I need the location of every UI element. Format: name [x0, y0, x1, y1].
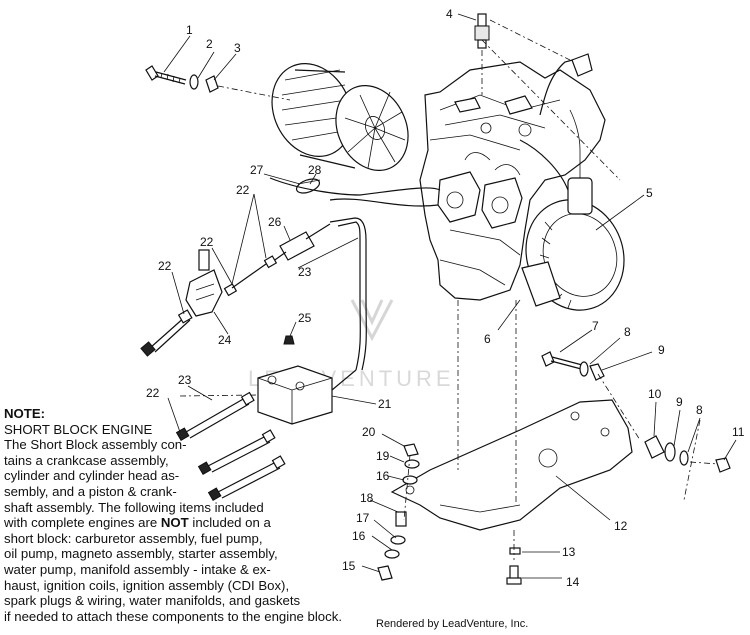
mount-hardware-left	[377, 443, 522, 585]
leader-lines	[163, 13, 737, 579]
callout-28: 28	[308, 163, 322, 177]
callout-5: 5	[646, 186, 653, 200]
callout-21: 21	[378, 397, 392, 411]
clutch-bolt	[145, 65, 187, 85]
callout-22d: 22	[146, 386, 160, 400]
callout-20: 20	[362, 425, 376, 439]
note-text: with complete engines are	[4, 515, 161, 531]
note-line: with complete engines are NOT included o…	[4, 515, 376, 531]
callout-22a: 22	[236, 183, 250, 197]
callout-15: 15	[342, 559, 356, 573]
callout-16b: 16	[352, 529, 366, 543]
callout-4: 4	[446, 7, 453, 21]
callout-17: 17	[356, 511, 370, 525]
callout-7: 7	[592, 319, 599, 333]
ignition-coil	[567, 109, 593, 215]
callout-1: 1	[186, 23, 193, 37]
callout-8b: 8	[696, 403, 703, 417]
note-line: short block: carburetor assembly, fuel p…	[4, 530, 263, 546]
note-line: The Short Block assembly con-	[4, 437, 187, 453]
spark-plug	[474, 13, 571, 95]
clutch-washer	[189, 74, 199, 90]
callout-23b: 23	[178, 373, 192, 387]
note-emphasis: NOT	[160, 515, 189, 531]
callout-11: 11	[732, 425, 745, 439]
note-line: tains a crankcase assembly,	[4, 452, 169, 468]
note-line: oil pump, magneto assembly, starter asse…	[4, 546, 278, 562]
callout-2: 2	[206, 37, 213, 51]
spark-plug-wires	[519, 53, 593, 191]
callout-8a: 8	[624, 325, 631, 339]
alignment-lines	[403, 39, 621, 560]
callout-22c: 22	[158, 259, 172, 273]
callout-labels: 1 2 3 4 5 6 7 8 9 10 9 8 11 12 13 14 15 …	[146, 7, 745, 589]
callout-9b: 9	[676, 395, 683, 409]
callout-13: 13	[562, 545, 576, 559]
callout-14: 14	[566, 575, 580, 589]
note-text: included on a	[188, 515, 271, 531]
short-block-note: NOTE: SHORT BLOCK ENGINE The Short Block…	[4, 406, 376, 624]
callout-9a: 9	[658, 343, 665, 357]
callout-10: 10	[648, 387, 662, 401]
note-line: spark plugs & wiring, water manifolds, a…	[4, 593, 301, 609]
callout-12: 12	[614, 519, 628, 533]
callout-19: 19	[376, 449, 390, 463]
clutch-nut	[205, 75, 219, 93]
note-line: water pump, manifold assembly - intake &…	[4, 561, 271, 577]
render-credit: Rendered by LeadVenture, Inc.	[376, 618, 529, 630]
callout-25: 25	[298, 311, 312, 325]
note-line: if needed to attach these components to …	[4, 608, 342, 624]
note-line: cylinder and cylinder head as-	[4, 468, 180, 484]
callout-26: 26	[268, 215, 282, 229]
callout-6: 6	[484, 332, 491, 346]
callout-18: 18	[360, 491, 374, 505]
note-line: shaft assembly. The following items incl…	[4, 499, 264, 515]
callout-16a: 16	[376, 469, 390, 483]
note-heading: NOTE:	[4, 406, 46, 421]
engine-mount-plate	[390, 399, 633, 531]
callout-23a: 23	[298, 265, 312, 279]
callout-24: 24	[218, 333, 232, 347]
mount-hardware-right	[541, 351, 731, 501]
note-subheading: SHORT BLOCK ENGINE	[4, 421, 153, 437]
oil-lines	[175, 391, 286, 502]
callout-22b: 22	[200, 235, 214, 249]
fuel-system	[140, 177, 441, 371]
drive-clutch	[271, 63, 409, 171]
callout-3: 3	[234, 41, 241, 55]
callout-27: 27	[250, 163, 264, 177]
note-line: sembly, and a piston & crank-	[4, 483, 177, 499]
oil-pump	[179, 365, 357, 425]
note-line: haust, ignition coils, ignition assembly…	[4, 577, 290, 593]
